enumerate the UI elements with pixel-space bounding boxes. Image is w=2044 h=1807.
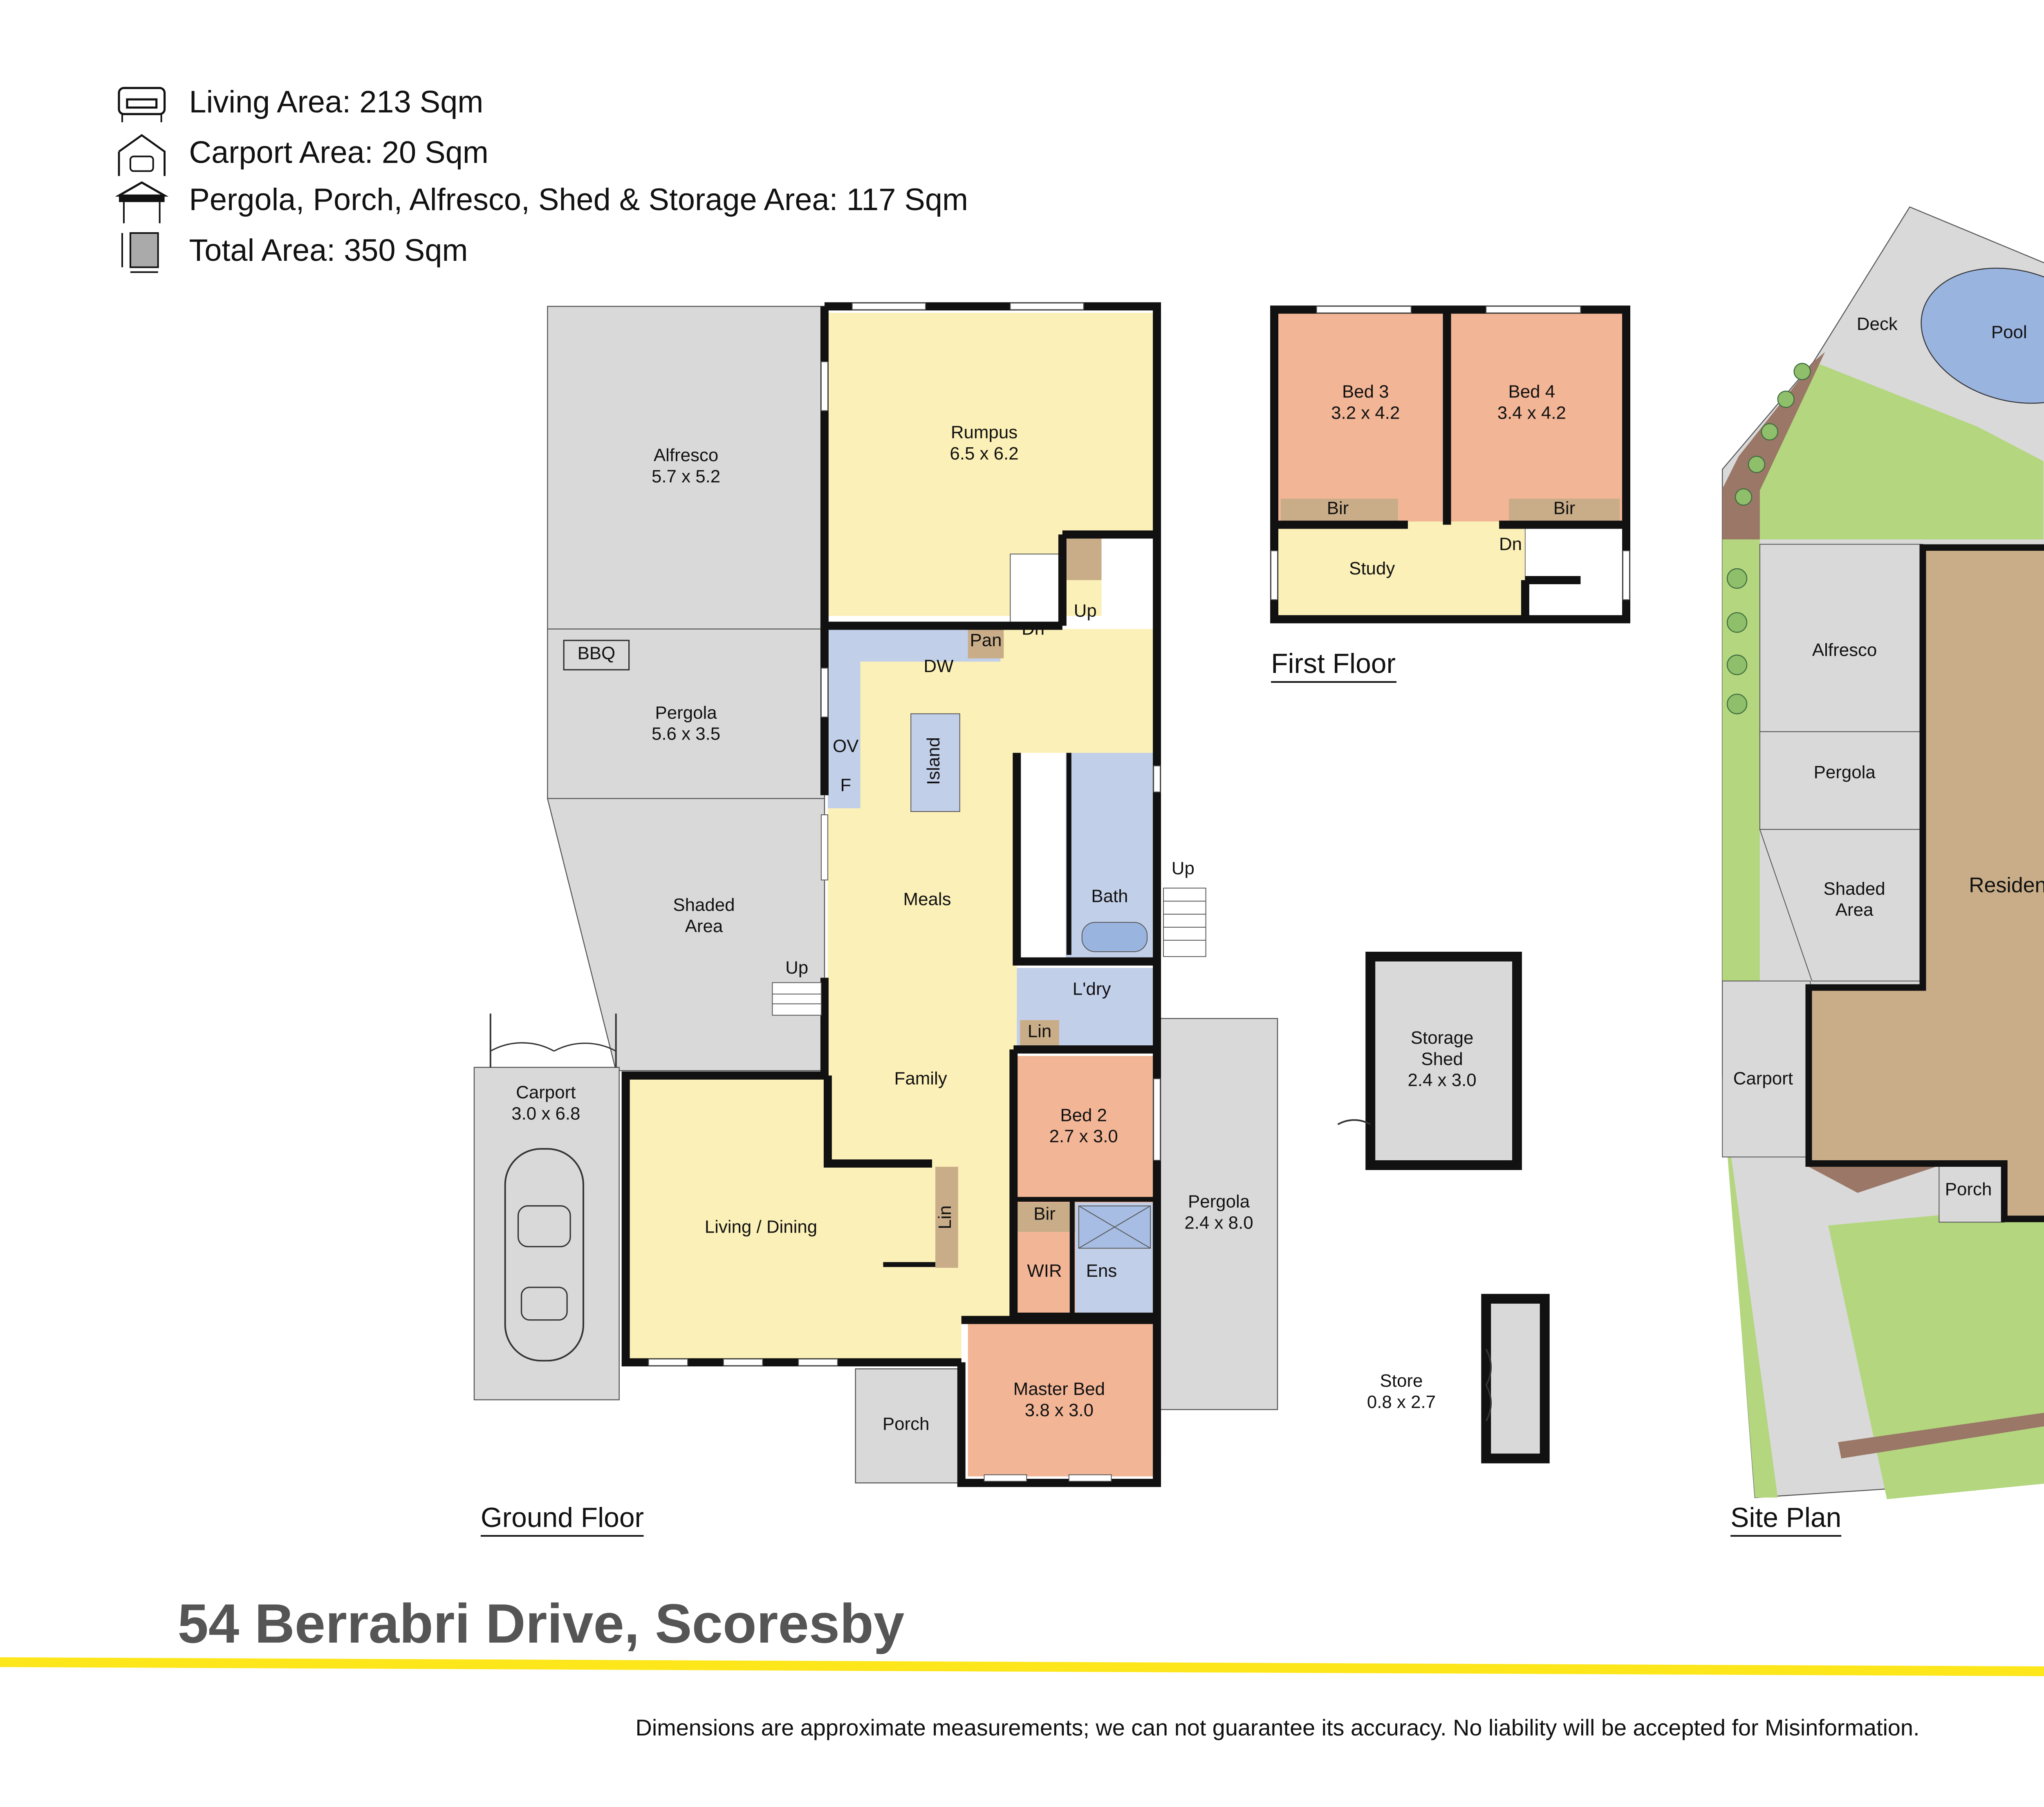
robe-label: Bir xyxy=(1553,499,1576,519)
legend-label: Pergola, Porch, Alfresco, Shed & Storage… xyxy=(189,184,838,219)
sofa-icon xyxy=(118,87,166,122)
kitchen-island: Island xyxy=(925,737,944,785)
legend-value: 350 Sqm xyxy=(344,234,468,269)
stairs-up-label: Up xyxy=(785,959,809,979)
dishwasher-label: DW xyxy=(923,657,954,677)
site-alfresco-label: Alfresco xyxy=(1812,641,1877,661)
property-address: 54 Berrabri Drive, Scoresby xyxy=(177,1594,905,1656)
pantry-label: Pan xyxy=(970,631,1002,651)
site-pergola-label: Pergola xyxy=(1813,763,1876,783)
ground-floor-title: Ground Floor xyxy=(480,1502,644,1537)
site-plan xyxy=(1722,206,2044,1500)
room-living-dining: Living / Dining xyxy=(704,1218,818,1238)
site-deck-label: Deck xyxy=(1856,315,1898,335)
stairs-up-label: Up xyxy=(1171,859,1195,879)
first-floor-plan xyxy=(1270,305,1630,623)
linen-label: Lin xyxy=(1027,1022,1052,1042)
site-carport-label: Carport xyxy=(1733,1069,1793,1090)
outbuildings-plan xyxy=(1337,951,1550,1464)
legend-label: Living Area: xyxy=(189,86,351,121)
disclaimer: Dimensions are approximate measurements;… xyxy=(635,1714,1920,1741)
robe-label: Bir xyxy=(1033,1205,1056,1225)
bbq-label: BBQ xyxy=(577,644,616,664)
fridge-label: F xyxy=(840,776,852,796)
yellow-divider xyxy=(0,1657,2044,1676)
ground-floor-plan xyxy=(473,302,1278,1487)
room-bath: Bath xyxy=(1091,887,1128,907)
room-family: Family xyxy=(894,1069,947,1090)
room-study: Study xyxy=(1349,560,1395,580)
carport-icon xyxy=(118,134,166,176)
legend-total-area: Total Area: 350 Sqm xyxy=(114,230,468,276)
site-porch-label: Porch xyxy=(1945,1180,1992,1200)
linen-label: Lin xyxy=(936,1205,956,1229)
robe-label: Bir xyxy=(1327,499,1349,519)
stairs-up-label: Up xyxy=(1074,602,1097,622)
site-residence-label: Residence xyxy=(1969,872,2044,897)
room-storage-shed: Storage2.4 x 3.0Shed2.4 x 3.0 xyxy=(1407,1029,1477,1091)
legend-value: 117 Sqm xyxy=(846,184,968,219)
legend-pergola-area: Pergola, Porch, Alfresco, Shed & Storage… xyxy=(114,179,968,225)
room-laundry: L'dry xyxy=(1072,980,1111,1000)
legend-living-area: Living Area: 213 Sqm xyxy=(114,81,483,127)
legend-value: 20 Sqm xyxy=(381,137,489,171)
total-area-icon xyxy=(121,232,159,273)
site-pool-label: Pool xyxy=(1991,323,2027,343)
room-wir: WIR xyxy=(1027,1262,1062,1282)
stairs-down-label: Dn xyxy=(1022,620,1045,640)
legend-label: Total Area: xyxy=(189,234,336,269)
legend-label: Carport Area: xyxy=(189,137,373,171)
legend-value: 213 Sqm xyxy=(359,86,484,121)
pergola-icon xyxy=(115,181,169,224)
oven-label: OV xyxy=(833,737,859,757)
room-porch: Porch xyxy=(882,1415,930,1435)
first-floor-title: First Floor xyxy=(1271,648,1396,683)
stairs-down-label: Dn xyxy=(1499,535,1522,555)
room-meals: Meals xyxy=(903,890,951,910)
room-ensuite: Ens xyxy=(1086,1262,1117,1282)
site-plan-title: Site Plan xyxy=(1730,1502,1842,1537)
legend-carport-area: Carport Area: 20 Sqm xyxy=(114,132,489,178)
